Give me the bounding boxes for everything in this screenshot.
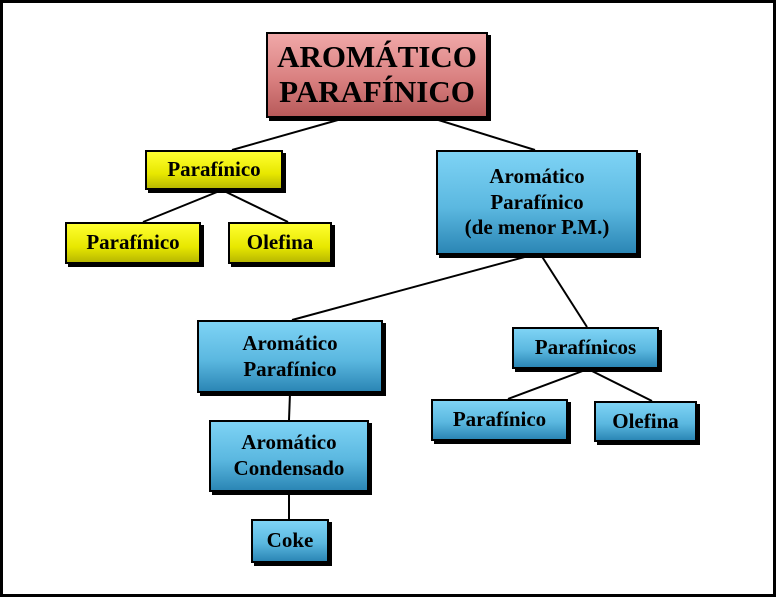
node-line-2: Parafínico bbox=[243, 356, 337, 381]
node-label: Parafínico bbox=[167, 157, 261, 182]
node-line-1: Aromático bbox=[242, 330, 338, 355]
edge-arom-menor-arom-paraf bbox=[291, 254, 533, 321]
node-line-2: Parafínico bbox=[490, 189, 584, 214]
root-line-2: PARAFÍNICO bbox=[279, 74, 475, 109]
edge-arom-paraf-condensado bbox=[288, 392, 291, 421]
node-parafinico-level2: Parafínico bbox=[65, 222, 201, 264]
node-aromatico-parafinico-menor-pm: Aromático Parafínico (de menor P.M.) bbox=[436, 150, 638, 255]
node-label: Parafínico bbox=[86, 230, 180, 255]
node-coke: Coke bbox=[251, 519, 329, 563]
node-parafinicos: Parafínicos bbox=[512, 327, 659, 369]
node-label: Olefina bbox=[612, 408, 679, 433]
edge-arom-menor-parafinicos bbox=[540, 254, 588, 328]
node-olefina-right: Olefina bbox=[594, 401, 697, 442]
node-label: Parafínico bbox=[452, 407, 547, 432]
node-line-1: Aromático bbox=[489, 164, 585, 189]
node-olefina-level2: Olefina bbox=[228, 222, 332, 264]
node-parafinico-right: Parafínico bbox=[431, 399, 568, 441]
edge-parafinicos-olefina bbox=[587, 368, 653, 402]
node-parafinico-level1: Parafínico bbox=[145, 150, 283, 190]
node-line-1: Aromático bbox=[241, 430, 337, 455]
node-line-2: Condensado bbox=[233, 456, 345, 480]
node-label: Coke bbox=[266, 528, 314, 553]
node-label: Olefina bbox=[246, 230, 314, 255]
node-aromatico-parafinico: Aromático Parafínico bbox=[197, 320, 383, 393]
root-line-1: AROMÁTICO bbox=[277, 39, 477, 75]
node-label: Parafínicos bbox=[534, 335, 637, 360]
edge-parafinico-olefina bbox=[221, 189, 289, 223]
node-aromatico-parafinico-root: AROMÁTICO PARAFÍNICO bbox=[266, 32, 488, 118]
edge-root-arom-paraf-menor bbox=[431, 117, 536, 151]
node-aromatico-condensado: Aromático Condensado bbox=[209, 420, 369, 492]
node-line-3: (de menor P.M.) bbox=[464, 215, 610, 240]
edge-root-parafinico bbox=[231, 117, 346, 151]
edge-parafinico-parafinico bbox=[142, 189, 223, 223]
edge-parafinicos-parafinico bbox=[507, 368, 589, 400]
